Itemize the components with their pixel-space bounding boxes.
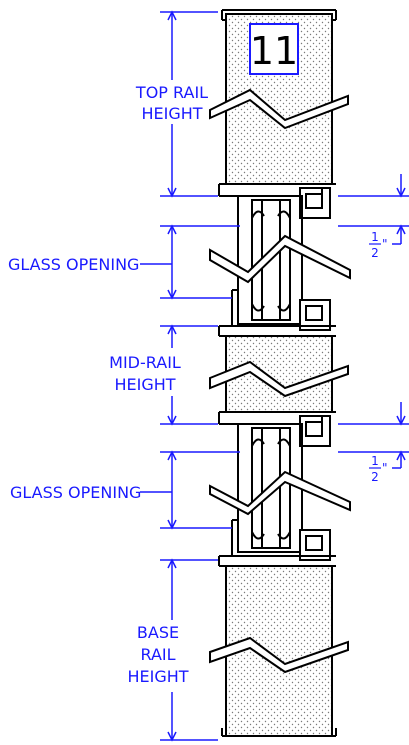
upper-fraction-unit: " xyxy=(382,237,388,251)
base-rail-label-line2: RAIL xyxy=(140,645,175,664)
lower-fraction-unit: " xyxy=(382,461,388,475)
glass-opening-upper-label: GLASS OPENING xyxy=(8,255,139,274)
top-rail-bottom-joint xyxy=(218,183,336,219)
top-rail-cap xyxy=(221,9,337,21)
part-number-badge: 11 xyxy=(249,23,299,75)
upper-half-inch-dimension: 1 2 " xyxy=(369,230,388,260)
top-rail-label-line2: HEIGHT xyxy=(141,104,202,123)
mid-rail-label-line2: HEIGHT xyxy=(114,375,175,394)
upper-fraction-denominator: 2 xyxy=(371,246,379,260)
mid-rail-bottom-joint xyxy=(218,411,336,447)
upper-glass-frame xyxy=(231,195,303,326)
badge-number: 11 xyxy=(250,29,298,73)
upper-fraction-numerator: 1 xyxy=(371,230,379,244)
upper-bottom-joint xyxy=(218,299,336,337)
break-lines xyxy=(209,88,351,674)
glass-opening-lower-label: GLASS OPENING xyxy=(10,483,141,502)
dimension-lines xyxy=(140,10,409,742)
top-rail-label-line1: TOP RAIL xyxy=(135,83,208,102)
base-rail-label-line1: BASE xyxy=(137,623,179,642)
mid-rail-label-line1: MID-RAIL xyxy=(109,353,181,372)
lower-half-inch-dimension: 1 2 " xyxy=(369,454,388,484)
lower-glass-frame xyxy=(231,423,303,556)
lower-fraction-numerator: 1 xyxy=(371,454,379,468)
base-rail-label-line3: HEIGHT xyxy=(127,667,188,686)
base-rail-bottom-cap xyxy=(221,728,337,737)
lower-fraction-denominator: 2 xyxy=(371,470,379,484)
